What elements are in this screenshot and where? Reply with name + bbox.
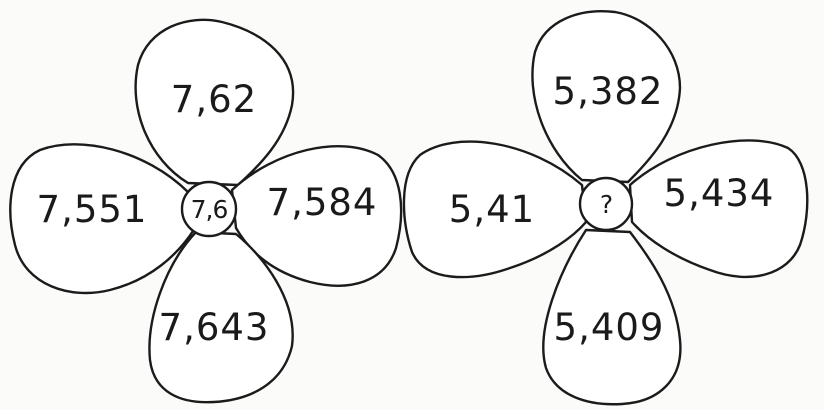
flower-1: 7,62 7,551 7,584 7,643 7,6	[9, 18, 403, 404]
flower-2-petal-left	[402, 140, 588, 279]
flower-2-center-circle	[578, 176, 634, 232]
flower-2-petal-bottom	[542, 228, 682, 406]
flower-2-petal-top	[531, 10, 682, 184]
flower-1-petal-top	[134, 18, 295, 187]
flower-1-petal-left	[9, 143, 197, 295]
flower-2-petal-top-value: 5,382	[553, 70, 664, 113]
flower-2-petal-right-value: 5,434	[664, 172, 775, 215]
flower-2-center-value: ?	[600, 190, 612, 219]
flower-1-petal-bottom-value: 7,643	[159, 306, 270, 349]
flower-1-center-value: 7,6	[191, 195, 228, 224]
flower-2-petal-right	[628, 139, 809, 278]
flower-1-petal-left-value: 7,551	[37, 188, 148, 231]
flower-2-petal-left-value: 5,41	[449, 188, 535, 231]
flower-1-petal-right	[230, 144, 403, 287]
flower-1-petal-bottom	[148, 230, 294, 404]
flower-2: 5,382 5,41 5,434 5,409 ?	[402, 10, 809, 406]
flower-1-center-circle	[180, 180, 238, 238]
flower-1-petal-right-value: 7,584	[267, 181, 378, 224]
flower-2-petal-bottom-value: 5,409	[554, 306, 665, 349]
flower-1-petal-top-value: 7,62	[171, 78, 257, 121]
